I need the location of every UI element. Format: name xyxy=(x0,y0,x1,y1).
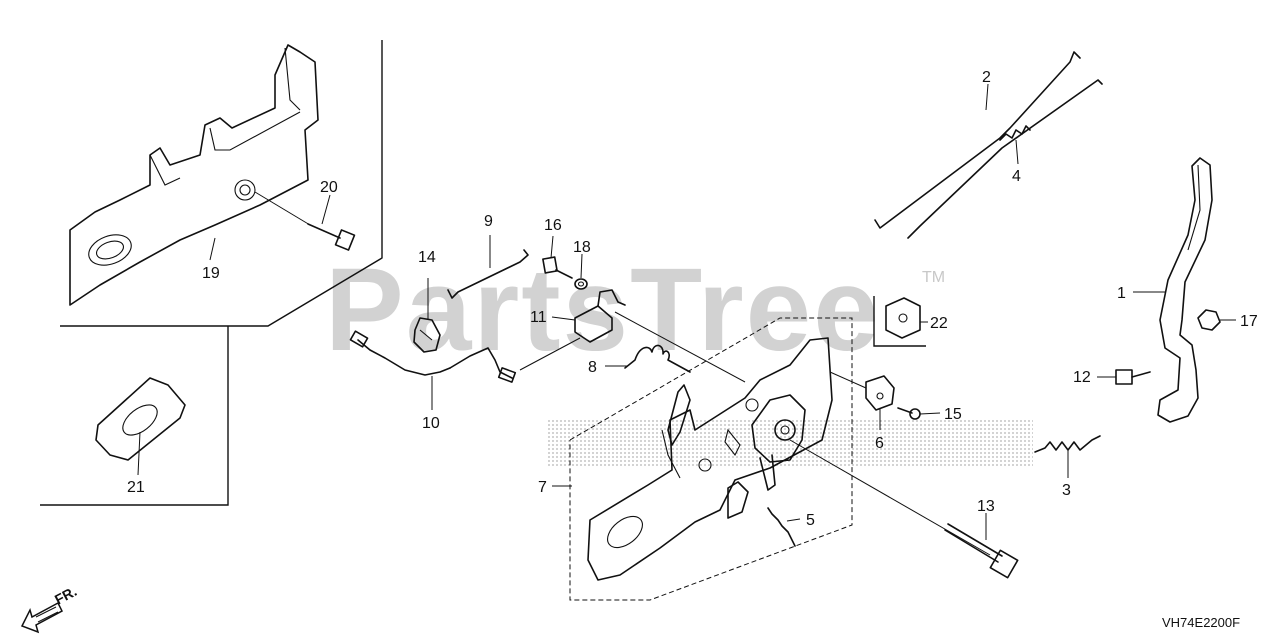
part-22-frame xyxy=(873,296,926,347)
part-6-bracket xyxy=(829,371,895,411)
callout-9[interactable]: 9 xyxy=(484,213,493,230)
part-19-insulator xyxy=(69,44,319,306)
callout-14[interactable]: 14 xyxy=(418,249,436,266)
callout-20[interactable]: 20 xyxy=(320,179,338,196)
callout-19[interactable]: 19 xyxy=(202,265,220,282)
callout-2[interactable]: 2 xyxy=(982,69,991,86)
callout-17[interactable]: 17 xyxy=(1240,313,1258,330)
callout-10[interactable]: 10 xyxy=(422,415,440,432)
part-20-bolt xyxy=(254,191,356,251)
callout-5[interactable]: 5 xyxy=(806,512,815,529)
callout-21[interactable]: 21 xyxy=(127,479,145,496)
callout-11[interactable]: 11 xyxy=(530,309,547,326)
part-12-screw xyxy=(1115,369,1151,385)
part-17-nut xyxy=(1197,309,1221,331)
part-7-control-base xyxy=(569,317,991,601)
callout-12[interactable]: 12 xyxy=(1073,369,1091,386)
part-11-switch xyxy=(519,289,746,383)
callout-13[interactable]: 13 xyxy=(977,498,995,515)
callout-8[interactable]: 8 xyxy=(588,359,597,376)
diagram-code: VH74E2200F xyxy=(1162,615,1240,630)
callout-3[interactable]: 3 xyxy=(1062,482,1071,499)
part-5-spring xyxy=(767,507,796,547)
callout-15[interactable]: 15 xyxy=(944,406,962,423)
part-13-bolt xyxy=(944,523,1019,579)
callout-6[interactable]: 6 xyxy=(875,435,884,452)
part-21-gasket xyxy=(95,377,186,461)
part-18-washer xyxy=(574,278,588,290)
watermark-trademark: TM xyxy=(922,269,945,286)
brand-watermark-band xyxy=(548,420,1033,468)
part-4-cable xyxy=(907,79,1103,239)
callout-16[interactable]: 16 xyxy=(544,217,562,234)
part-1-lever xyxy=(1157,157,1213,423)
part-15-screw xyxy=(897,407,921,420)
callout-4[interactable]: 4 xyxy=(1012,168,1021,185)
front-direction-indicator: FR. xyxy=(20,583,79,634)
part-3-spring xyxy=(1034,435,1101,453)
callout-18[interactable]: 18 xyxy=(573,239,591,256)
callout-22[interactable]: 22 xyxy=(930,315,948,332)
part-10-wire xyxy=(349,330,517,383)
part-14-clip xyxy=(413,317,441,353)
part-9-rod xyxy=(447,249,529,299)
front-arrow-icon xyxy=(20,601,63,634)
part-2-rod xyxy=(874,51,1081,229)
callout-leaders xyxy=(137,83,1236,540)
section-frame-top-left xyxy=(40,40,383,506)
callout-1[interactable]: 1 xyxy=(1117,285,1126,302)
callout-7[interactable]: 7 xyxy=(538,479,547,496)
part-16-bolt xyxy=(542,256,573,279)
part-8-spring xyxy=(624,344,691,373)
